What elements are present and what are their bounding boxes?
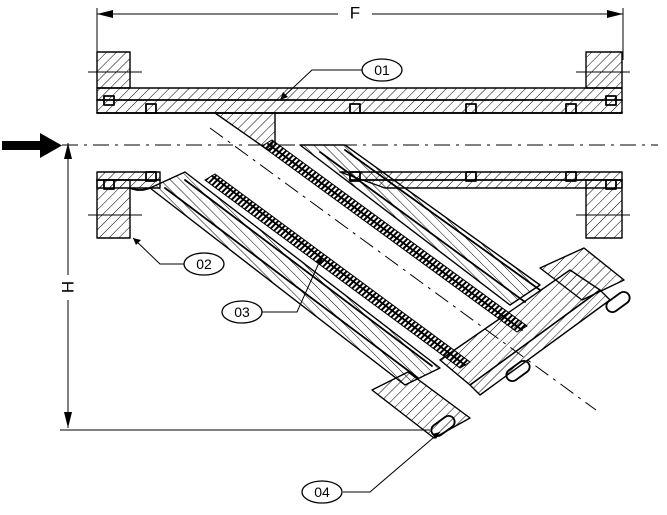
right-flange xyxy=(585,51,623,89)
dim-label-f: F xyxy=(350,4,360,23)
dim-arrow-right xyxy=(607,10,623,18)
dimension-h: H xyxy=(59,143,400,431)
dim-arrow-down xyxy=(64,412,72,428)
strainer-branch xyxy=(149,144,541,386)
cap-bolt-lower xyxy=(430,414,456,438)
callout-04: 04 xyxy=(301,480,343,504)
dim-label-h: H xyxy=(59,281,78,293)
flow-direction-arrow xyxy=(2,133,62,158)
strainer-body xyxy=(88,51,630,239)
branch-centerline xyxy=(209,127,597,411)
dim-arrow-left xyxy=(97,10,113,18)
cap-bolt-middle xyxy=(505,359,531,383)
branch-end-cap xyxy=(371,247,631,439)
callout-01: 01 xyxy=(361,58,403,82)
callout-01-label: 01 xyxy=(374,62,390,78)
callout-03: 03 xyxy=(221,300,263,324)
callout-04-label: 04 xyxy=(314,484,330,500)
callout-02: 02 xyxy=(183,252,225,276)
callout-02-label: 02 xyxy=(196,256,212,272)
left-flange xyxy=(96,51,131,89)
strainer-screen xyxy=(204,139,528,369)
dimension-f: F xyxy=(96,4,624,60)
callout-03-label: 03 xyxy=(234,304,250,320)
cap-bolt-upper xyxy=(605,290,631,314)
dim-arrow-up xyxy=(64,143,72,159)
callout-leaders xyxy=(132,69,441,493)
